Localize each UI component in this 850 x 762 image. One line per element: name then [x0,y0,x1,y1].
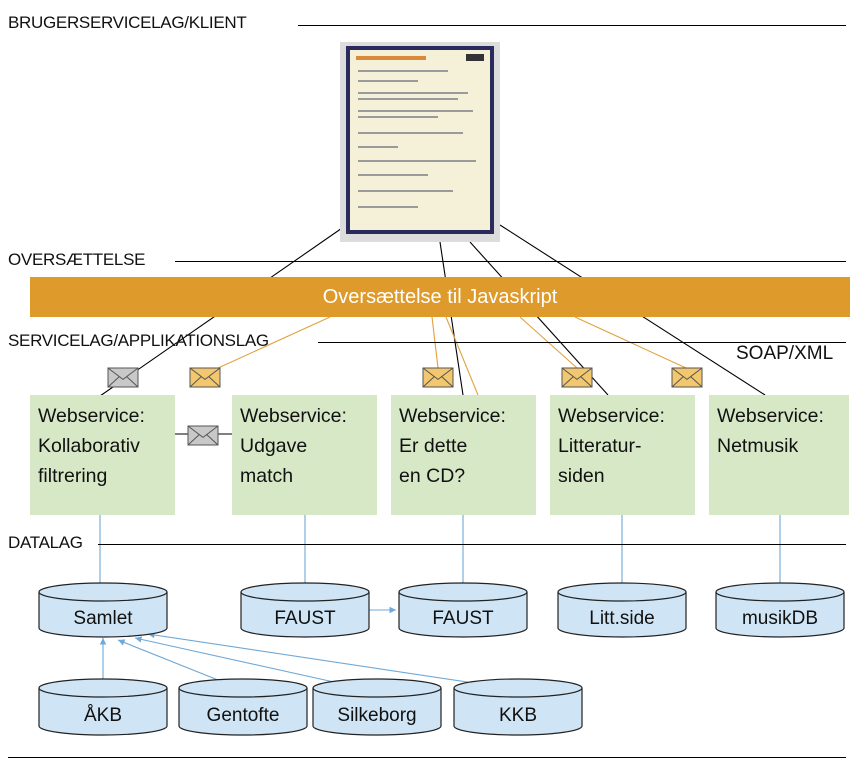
webservice-edition-match: Webservice: Udgave match [232,395,377,515]
webservice-netmusic: Webservice: Netmusik [709,395,849,515]
soap-xml-label: SOAP/XML [736,343,834,364]
service-db-links [99,515,781,585]
database-label: ÅKB [84,705,122,726]
databases-row1: Samlet FAUST FAUST Litt.side musikDB [38,582,845,638]
webservice-line: siden [558,465,605,487]
database-cylinder-icon: Gentofte [178,678,308,736]
webservice-line: Webservice: [399,405,506,427]
bottom-divider [8,757,846,758]
database-cylinder-icon: Litt.side [557,582,687,638]
envelope-icon [671,367,703,388]
screen-text-line [358,160,476,162]
database-cylinder-icon: FAUST [240,582,370,638]
database-label: FAUST [432,608,494,629]
layer-label-data: DATALAG [8,533,83,552]
screen-text-line [358,146,398,148]
screen-text-line [358,70,448,72]
layer-line-service [318,342,846,343]
webservice-line: en CD? [399,465,466,487]
database-cylinder-icon: KKB [453,678,583,736]
webservice-line: match [240,465,294,487]
screen-text-line [358,92,468,94]
database-cylinder-icon: Silkeborg [312,678,442,736]
webservice-is-cd: Webservice: Er dette en CD? [391,395,536,515]
envelope-icon [422,367,454,388]
webservice-line: Udgave [240,435,308,457]
screen-text-line [358,98,458,100]
webservice-collaborative-filtering: Webservice: Kollaborativ filtrering [30,395,175,515]
layer-label-service: SERVICELAG/APPLIKATIONSLAG [8,331,269,350]
screen-heading [356,56,426,60]
database-label: FAUST [274,608,336,629]
databases-row2: ÅKB Gentofte Silkeborg KKB [38,678,583,736]
envelope-icon [107,367,139,388]
database-label: Samlet [73,608,133,629]
translation-banner: Oversættelse til Javaskript [30,277,850,317]
database-cylinder-icon: ÅKB [38,678,168,736]
layer-label-translation: OVERSÆTTELSE [8,250,146,269]
screen-text-line [358,80,418,82]
envelope-icon [189,367,221,388]
webservice-line: Webservice: [717,405,824,427]
webservice-line: filtrering [38,465,108,487]
screen-page [350,50,490,230]
webservice-line: Kollaborativ [38,435,140,457]
database-label: musikDB [742,608,818,629]
envelope-icon [187,425,219,446]
database-label: Silkeborg [337,705,416,726]
database-cylinder-icon: FAUST [398,582,528,638]
layer-line-client [298,25,846,26]
browser-screenshot-icon [340,42,500,242]
screen-text-line [358,110,473,112]
screen-text-line [358,190,453,192]
webservice-line: Er dette [399,435,468,457]
envelope-icon [561,367,593,388]
database-label: Litt.side [589,608,654,629]
screen-text-line [358,132,463,134]
webservice-literature-site: Webservice: Litteratur- siden [550,395,695,515]
layer-line-translation [175,261,846,262]
database-label: Gentofte [207,705,280,726]
screen-text-line [358,116,438,118]
database-cylinder-icon: Samlet [38,582,168,638]
screen-text-line [358,174,428,176]
screen-text-line [358,206,418,208]
webservice-line: Webservice: [558,405,665,427]
webservice-line: Webservice: [240,405,347,427]
screen-logo [466,54,484,61]
webservice-line: Netmusik [717,435,799,457]
database-cylinder-icon: musikDB [715,582,845,638]
message-envelopes [107,367,703,446]
webservice-line: Webservice: [38,405,145,427]
layer-line-data [98,544,846,545]
layer-label-client: BRUGERSERVICELAG/KLIENT [8,13,247,32]
webservice-line: Litteratur- [558,435,642,457]
database-label: KKB [499,705,537,726]
